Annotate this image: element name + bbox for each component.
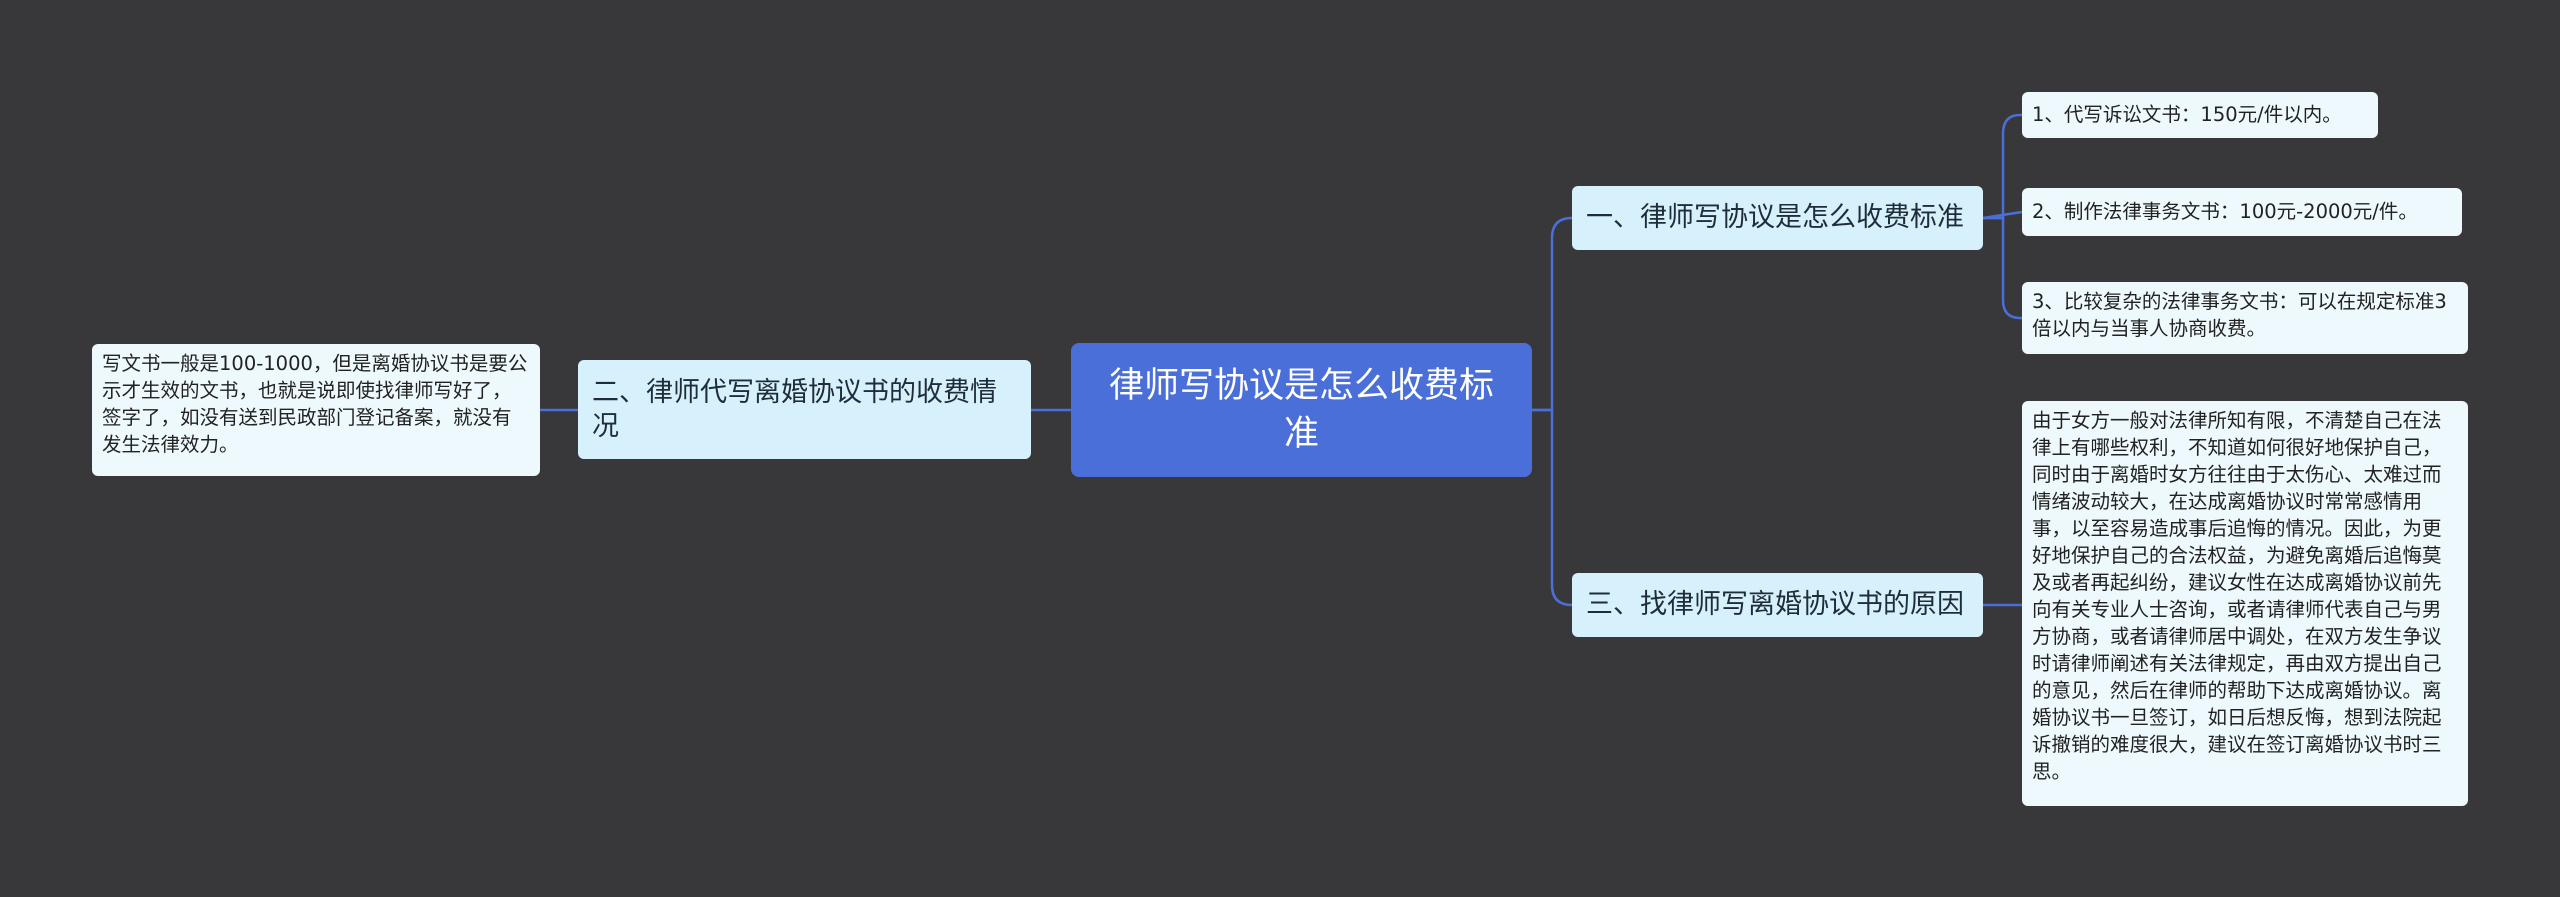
- leaf-legal-doc-fee-text: 2、制作法律事务文书：100元-2000元/件。: [2032, 200, 2418, 223]
- leaf-divorce-fee-detail[interactable]: 写文书一般是100-1000，但是离婚协议书是要公示才生效的文书，也就是说即使找…: [92, 344, 540, 476]
- leaf-litigation-doc-fee-text: 1、代写诉讼文书：150元/件以内。: [2032, 103, 2342, 126]
- leaf-reason-detail[interactable]: 由于女方一般对法律所知有限，不清楚自己在法律上有哪些权利，不知道如何很好地保护自…: [2022, 401, 2468, 806]
- leaf-reason-detail-text: 由于女方一般对法律所知有限，不清楚自己在法律上有哪些权利，不知道如何很好地保护自…: [2032, 409, 2442, 783]
- leaf-legal-doc-fee[interactable]: 2、制作法律事务文书：100元-2000元/件。: [2022, 188, 2462, 236]
- leaf-complex-doc-fee-text: 3、比较复杂的法律事务文书：可以在规定标准3倍以内与当事人协商收费。: [2032, 290, 2447, 340]
- branch-divorce-fee-label: 二、律师代写离婚协议书的收费情况: [592, 376, 997, 442]
- branch-divorce-fee[interactable]: 二、律师代写离婚协议书的收费情况: [578, 360, 1031, 459]
- root-topic[interactable]: 律师写协议是怎么收费标准: [1071, 343, 1532, 477]
- connector-branch1-leaf1: [1983, 113, 2022, 220]
- branch-reason[interactable]: 三、找律师写离婚协议书的原因: [1572, 573, 1983, 637]
- leaf-litigation-doc-fee[interactable]: 1、代写诉讼文书：150元/件以内。: [2022, 92, 2378, 138]
- connector-root-branch3: [1532, 408, 1573, 607]
- root-topic-label: 律师写协议是怎么收费标准: [1108, 366, 1494, 454]
- leaf-divorce-fee-detail-text: 写文书一般是100-1000，但是离婚协议书是要公示才生效的文书，也就是说即使找…: [102, 352, 528, 456]
- leaf-complex-doc-fee[interactable]: 3、比较复杂的法律事务文书：可以在规定标准3倍以内与当事人协商收费。: [2022, 282, 2468, 354]
- connector-branch1-leaf3: [1983, 216, 2022, 320]
- branch-reason-label: 三、找律师写离婚协议书的原因: [1586, 589, 1964, 620]
- branch-fee-standard[interactable]: 一、律师写协议是怎么收费标准: [1572, 186, 1983, 250]
- connector-root-branch1: [1532, 216, 1573, 412]
- branch-fee-standard-label: 一、律师写协议是怎么收费标准: [1586, 202, 1964, 233]
